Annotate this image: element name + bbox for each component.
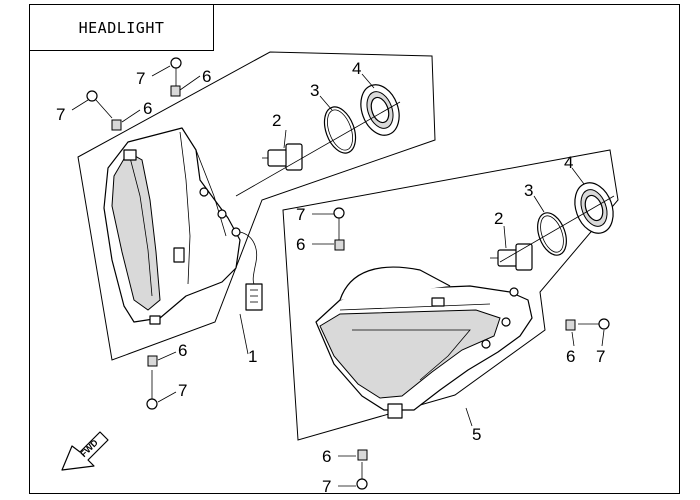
- leader-lines: [71, 65, 605, 487]
- clip-a: [170, 85, 181, 97]
- screw-e: [578, 318, 610, 330]
- left-bulb: [262, 143, 303, 171]
- clip-d: [334, 239, 345, 251]
- callout-left-bulb: 2: [272, 111, 281, 130]
- callout-right-headlight: 5: [472, 425, 481, 444]
- diagram-frame: [29, 4, 680, 494]
- callout-right-cover: 4: [564, 153, 573, 172]
- clip-f: [357, 449, 368, 461]
- callout-left-headlight: 1: [248, 347, 257, 366]
- screw-a: [170, 57, 182, 86]
- left-connector: [245, 283, 263, 311]
- right-bulb: [490, 243, 533, 271]
- right-headlight-body: [315, 266, 533, 419]
- callout-clip-c: 6: [178, 341, 187, 360]
- callout-screw-b: 7: [56, 105, 65, 124]
- diagram-title: HEADLIGHT: [78, 18, 165, 37]
- left-axis-line: [235, 101, 401, 197]
- screw-c: [146, 370, 158, 410]
- screw-d: [333, 207, 345, 240]
- callout-left-seal: 3: [310, 81, 319, 100]
- clip-e: [565, 319, 576, 331]
- callout-clip-f: 6: [322, 447, 331, 466]
- callout-clip-b: 6: [143, 99, 152, 118]
- right-seal-ring: [537, 212, 567, 256]
- screw-f: [356, 462, 368, 490]
- callout-right-seal: 3: [524, 181, 533, 200]
- callout-right-bulb: 2: [494, 209, 503, 228]
- callout-clip-a: 6: [202, 67, 211, 86]
- left-wire-harness: [239, 231, 257, 285]
- callout-screw-f: 7: [322, 477, 331, 496]
- callout-screw-e: 7: [596, 347, 605, 366]
- left-headlight-body: [103, 127, 241, 325]
- callout-screw-a: 7: [136, 69, 145, 88]
- callout-screw-c: 7: [178, 381, 187, 400]
- left-seal-ring: [323, 106, 357, 154]
- left-headlight-cover: [360, 84, 400, 136]
- callout-clip-d: 6: [296, 235, 305, 254]
- callout-clip-e: 6: [566, 347, 575, 366]
- callout-screw-d: 7: [296, 205, 305, 224]
- right-axis-line: [499, 195, 615, 263]
- clip-b: [111, 119, 122, 131]
- forward-direction-marker: FWD: [61, 431, 109, 471]
- title-box: HEADLIGHT: [29, 4, 214, 51]
- right-assembly-outline: [282, 149, 619, 441]
- clip-c: [147, 355, 158, 367]
- left-assembly-outline: [77, 51, 436, 361]
- screw-b: [86, 90, 113, 119]
- callout-left-cover: 4: [352, 59, 361, 78]
